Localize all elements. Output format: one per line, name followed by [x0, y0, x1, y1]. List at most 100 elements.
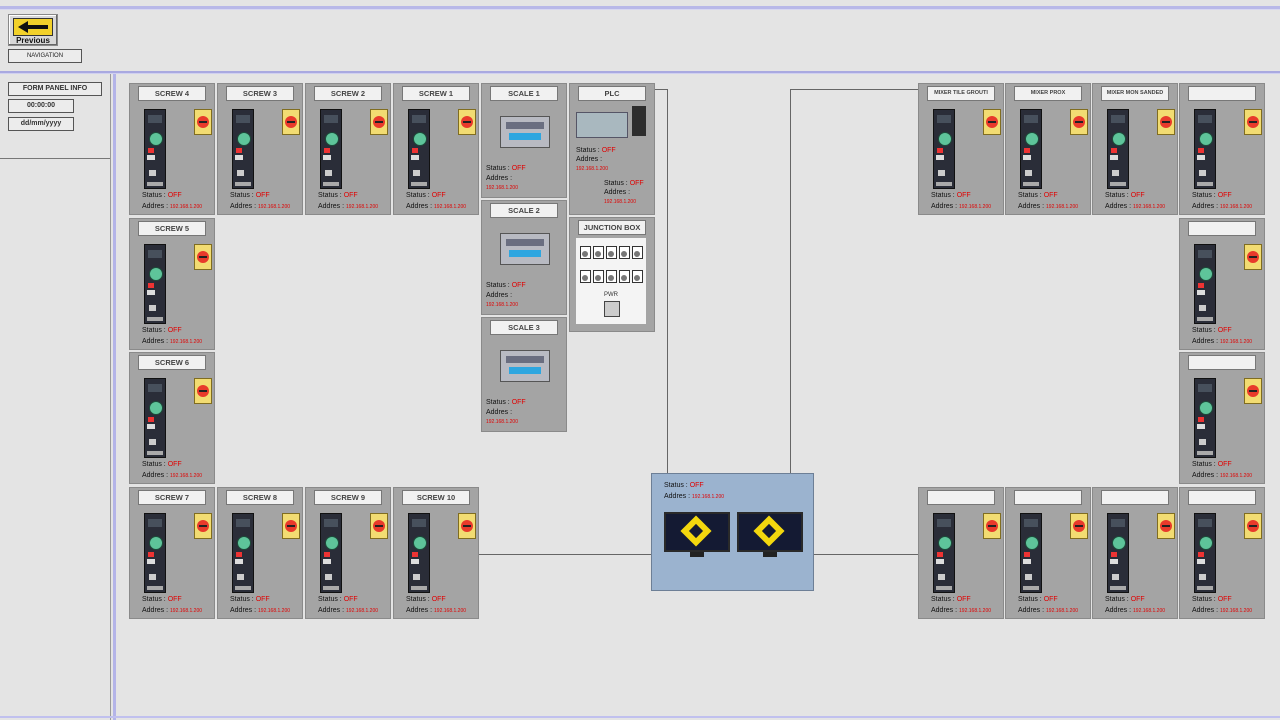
- unit-title: SCREW 2: [314, 86, 382, 101]
- address-text: Addres : 192.168.1.200: [230, 203, 291, 210]
- plc-rack-icon: [576, 112, 628, 138]
- breaker-icon: [606, 270, 617, 283]
- scale-title: SCALE 1: [490, 86, 558, 101]
- unit-title: [927, 490, 995, 505]
- plc-cpu-icon: [632, 106, 646, 136]
- date-display: dd/mm/yyyy: [8, 117, 74, 131]
- address-text: Addres : 192.168.1.200: [1105, 607, 1166, 614]
- bottom-border: [0, 716, 1280, 718]
- address-label: Addres :: [486, 175, 513, 182]
- address-text: Addres : 192.168.1.200: [142, 607, 203, 614]
- vfd-drive-icon: [1194, 109, 1216, 189]
- server-panel[interactable]: Status : OFF Addres : 192.168.1.200: [651, 473, 814, 591]
- top-border-shadow: [0, 9, 1280, 10]
- weighing-indicator-icon: [500, 116, 550, 148]
- unit-title: MIXER PROX: [1014, 86, 1082, 101]
- breaker-icon: [580, 270, 591, 283]
- junction-box-panel[interactable]: JUNCTION BOX PWR: [569, 217, 655, 332]
- header-divider: [0, 71, 1280, 73]
- isolator-switch-icon: [282, 513, 300, 539]
- status-text: Status : OFF: [406, 192, 446, 199]
- unit-title: [1101, 490, 1169, 505]
- isolator-switch-icon: [282, 109, 300, 135]
- mixer-panel[interactable]: Status : OFF Addres : 192.168.1.200: [1092, 487, 1178, 619]
- isolator-switch-icon: [194, 109, 212, 135]
- isolator-switch-icon: [194, 378, 212, 404]
- plc-title: PLC: [578, 86, 646, 101]
- address-text: Addres : 192.168.1.200: [230, 607, 291, 614]
- address-text: Addres : 192.168.1.200: [142, 338, 203, 345]
- address-label: Addres :: [486, 292, 513, 299]
- breaker-icon: [593, 246, 604, 259]
- address-value: 192.168.1.200: [486, 302, 518, 308]
- isolator-switch-icon: [370, 109, 388, 135]
- unit-title: SCREW 1: [402, 86, 470, 101]
- status-text-2: Status : OFF: [604, 180, 644, 187]
- isolator-switch-icon: [1244, 513, 1262, 539]
- previous-button[interactable]: Previous: [8, 14, 58, 46]
- address-text: Addres : 192.168.1.200: [664, 493, 725, 500]
- scale-3-panel[interactable]: SCALE 3 Status : OFF Addres : 192.168.1.…: [481, 317, 567, 432]
- vfd-drive-icon: [144, 109, 166, 189]
- form-panel-info-label: FORM PANEL INFO: [8, 82, 102, 96]
- vfd-drive-icon: [1194, 378, 1216, 458]
- unit-title: SCREW 3: [226, 86, 294, 101]
- isolator-switch-icon: [1244, 244, 1262, 270]
- isolator-switch-icon: [458, 109, 476, 135]
- status-text: Status : OFF: [1192, 192, 1232, 199]
- network-wire: [667, 89, 668, 473]
- status-text: Status : OFF: [931, 192, 971, 199]
- scale-1-panel[interactable]: SCALE 1 Status : OFF Addres : 192.168.1.…: [481, 83, 567, 198]
- status-text: Status : OFF: [1105, 596, 1145, 603]
- vfd-drive-icon: [232, 513, 254, 593]
- isolator-switch-icon: [983, 513, 1001, 539]
- left-panel: FORM PANEL INFO 00:00:00 dd/mm/yyyy: [0, 74, 110, 720]
- isolator-switch-icon: [370, 513, 388, 539]
- vfd-drive-icon: [1107, 513, 1129, 593]
- address-text: Addres : 192.168.1.200: [931, 607, 992, 614]
- weighing-indicator-icon: [500, 233, 550, 265]
- status-text: Status : OFF: [1192, 596, 1232, 603]
- status-text: Status : OFF: [406, 596, 446, 603]
- network-wire: [790, 89, 791, 473]
- plc-panel[interactable]: PLC Status : OFF Addres : 192.168.1.200 …: [569, 83, 655, 215]
- scale-2-panel[interactable]: SCALE 2 Status : OFF Addres : 192.168.1.…: [481, 200, 567, 315]
- address-label: Addres :: [486, 409, 513, 416]
- isolator-switch-icon: [1157, 109, 1175, 135]
- vfd-drive-icon: [320, 513, 342, 593]
- scale-title: SCALE 3: [490, 320, 558, 335]
- address-text: Addres : 192.168.1.200: [142, 472, 203, 479]
- isolator-switch-icon: [1070, 513, 1088, 539]
- breaker-icon: [606, 246, 617, 259]
- address-text: Addres : 192.168.1.200: [1105, 203, 1166, 210]
- vfd-drive-icon: [1107, 109, 1129, 189]
- address-value: 192.168.1.200: [486, 185, 518, 191]
- header-divider-shadow: [0, 73, 1280, 74]
- isolator-switch-icon: [458, 513, 476, 539]
- address-text: Addres : 192.168.1.200: [142, 203, 203, 210]
- left-panel-divider: [0, 158, 110, 159]
- address-value: 192.168.1.200: [486, 419, 518, 425]
- power-label: PWR: [604, 292, 618, 298]
- breaker-icon: [593, 270, 604, 283]
- isolator-switch-icon: [1157, 513, 1175, 539]
